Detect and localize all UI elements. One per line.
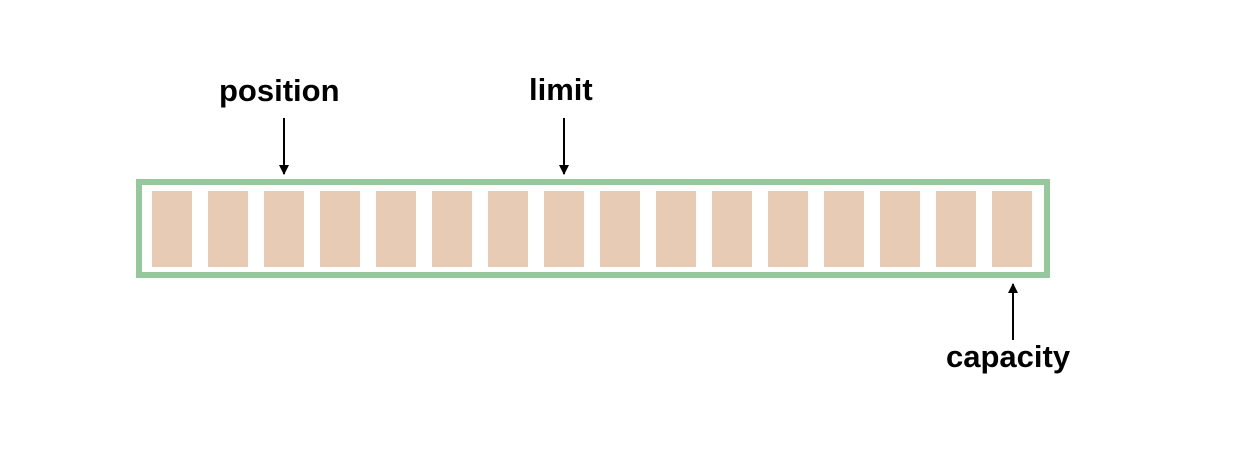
buffer-cell xyxy=(264,191,304,267)
buffer-cell xyxy=(768,191,808,267)
buffer-cell xyxy=(544,191,584,267)
buffer-cell xyxy=(600,191,640,267)
buffer-cell xyxy=(320,191,360,267)
buffer-cell xyxy=(824,191,864,267)
position-label: position xyxy=(219,73,340,108)
buffer-cell xyxy=(712,191,752,267)
buffer-cell xyxy=(432,191,472,267)
buffer-cell xyxy=(152,191,192,267)
buffer-cell xyxy=(376,191,416,267)
capacity-label: capacity xyxy=(946,339,1071,374)
buffer-cell xyxy=(656,191,696,267)
buffer-cell xyxy=(208,191,248,267)
buffer-cell xyxy=(488,191,528,267)
buffer-cell xyxy=(880,191,920,267)
limit-label: limit xyxy=(529,72,593,107)
buffer-cell xyxy=(936,191,976,267)
buffer-cell xyxy=(992,191,1032,267)
